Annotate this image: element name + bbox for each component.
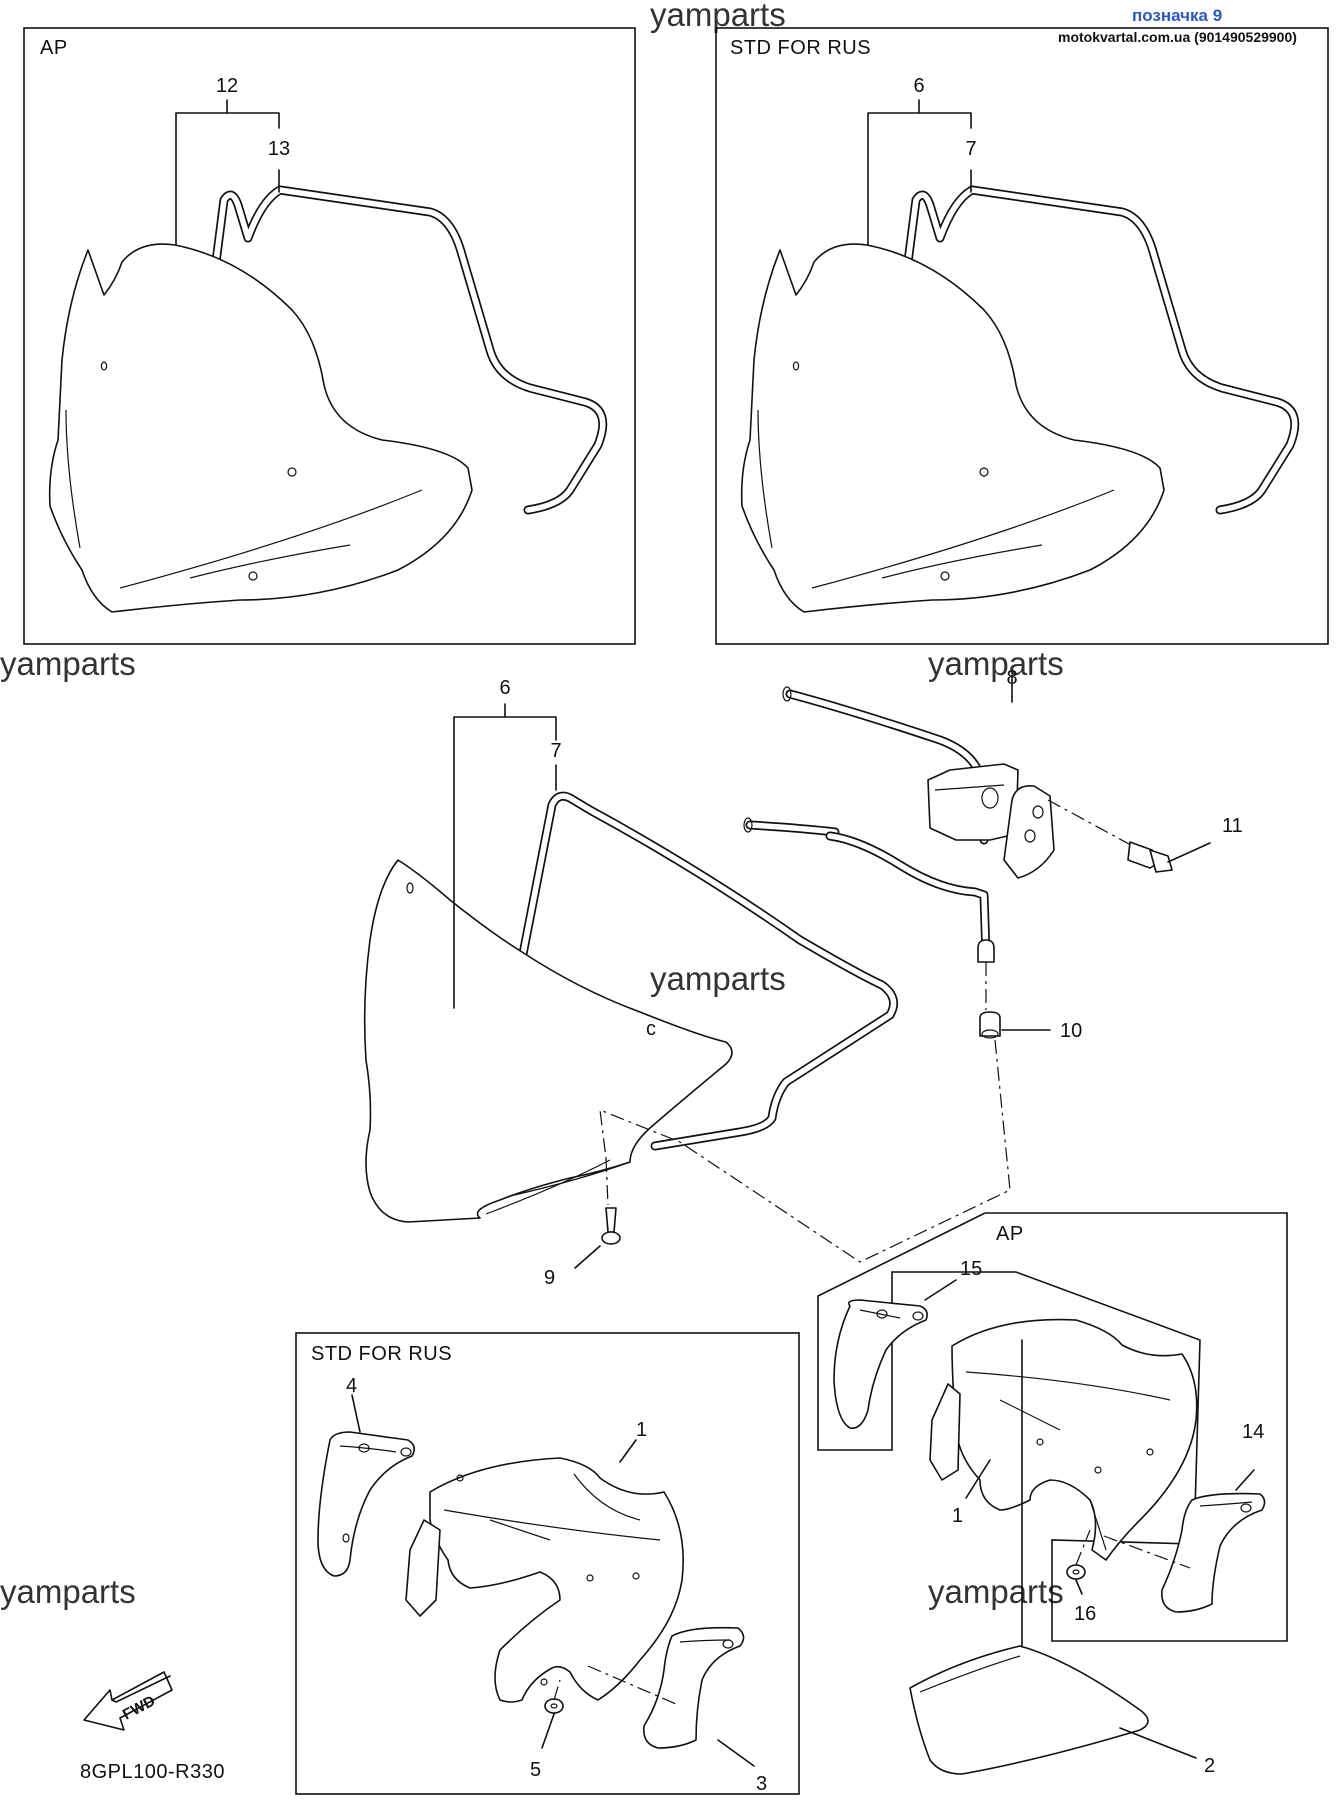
callout-10: 10 [1060,1020,1082,1042]
watermark-left-2: yamparts [0,1573,136,1610]
box-bottom-left-label: STD FOR RUS [311,1343,452,1365]
callout-1-ap: 1 [952,1505,963,1527]
callout-14: 14 [1242,1421,1264,1443]
box-top-right: STD FOR RUS 6 7 [715,27,1329,645]
box-bottom-left: STD FOR RUS 4 1 3 5 [295,1332,800,1795]
diagram-code: 8GPL100-R330 [80,1761,225,1783]
box-top-left-label: AP [40,37,68,59]
panel-2: 2 [909,1339,1215,1777]
windscreen-assembly: c 6 7 [363,677,899,1223]
callout-15: 15 [960,1258,982,1280]
watermark-right-2: yamparts [928,1573,1064,1610]
box-top-left: AP 12 13 [23,27,636,645]
callout-13: 13 [268,138,290,160]
watermark-right-1: yamparts [928,645,1064,682]
source-label: motokvartal.com.ua (901490529900) [1058,29,1297,45]
callout-1-std: 1 [636,1419,647,1441]
box-bottom-right-label: AP [996,1223,1024,1245]
watermark-left-1: yamparts [0,645,136,682]
callout-2: 2 [1204,1755,1215,1777]
watermark-center: yamparts [650,960,786,997]
callout-7: 7 [550,740,561,762]
callout-11: 11 [1222,815,1243,837]
callout-6-top: 6 [913,75,924,97]
grommet-10: 10 [979,962,1082,1042]
callout-6: 6 [499,677,510,699]
box-top-right-label: STD FOR RUS [730,37,871,59]
callout-4: 4 [346,1375,357,1397]
screw-9: 9 [544,1039,1011,1289]
bolt-11: 11 [1047,799,1243,873]
callout-8: 8 [1006,667,1017,689]
callout-16: 16 [1074,1603,1096,1625]
stay-assembly: 8 [743,667,1055,963]
callout-7-top: 7 [965,138,976,160]
box-bottom-right: AP 15 1 14 16 [817,1212,1288,1642]
callout-3: 3 [756,1773,767,1795]
fwd-arrow-icon: FWD [83,1671,173,1731]
hole-mark: c [646,1018,656,1040]
marking-label: позначка 9 [1132,6,1222,25]
callout-5: 5 [530,1759,541,1781]
callout-9: 9 [544,1267,555,1289]
callout-12: 12 [216,75,238,97]
